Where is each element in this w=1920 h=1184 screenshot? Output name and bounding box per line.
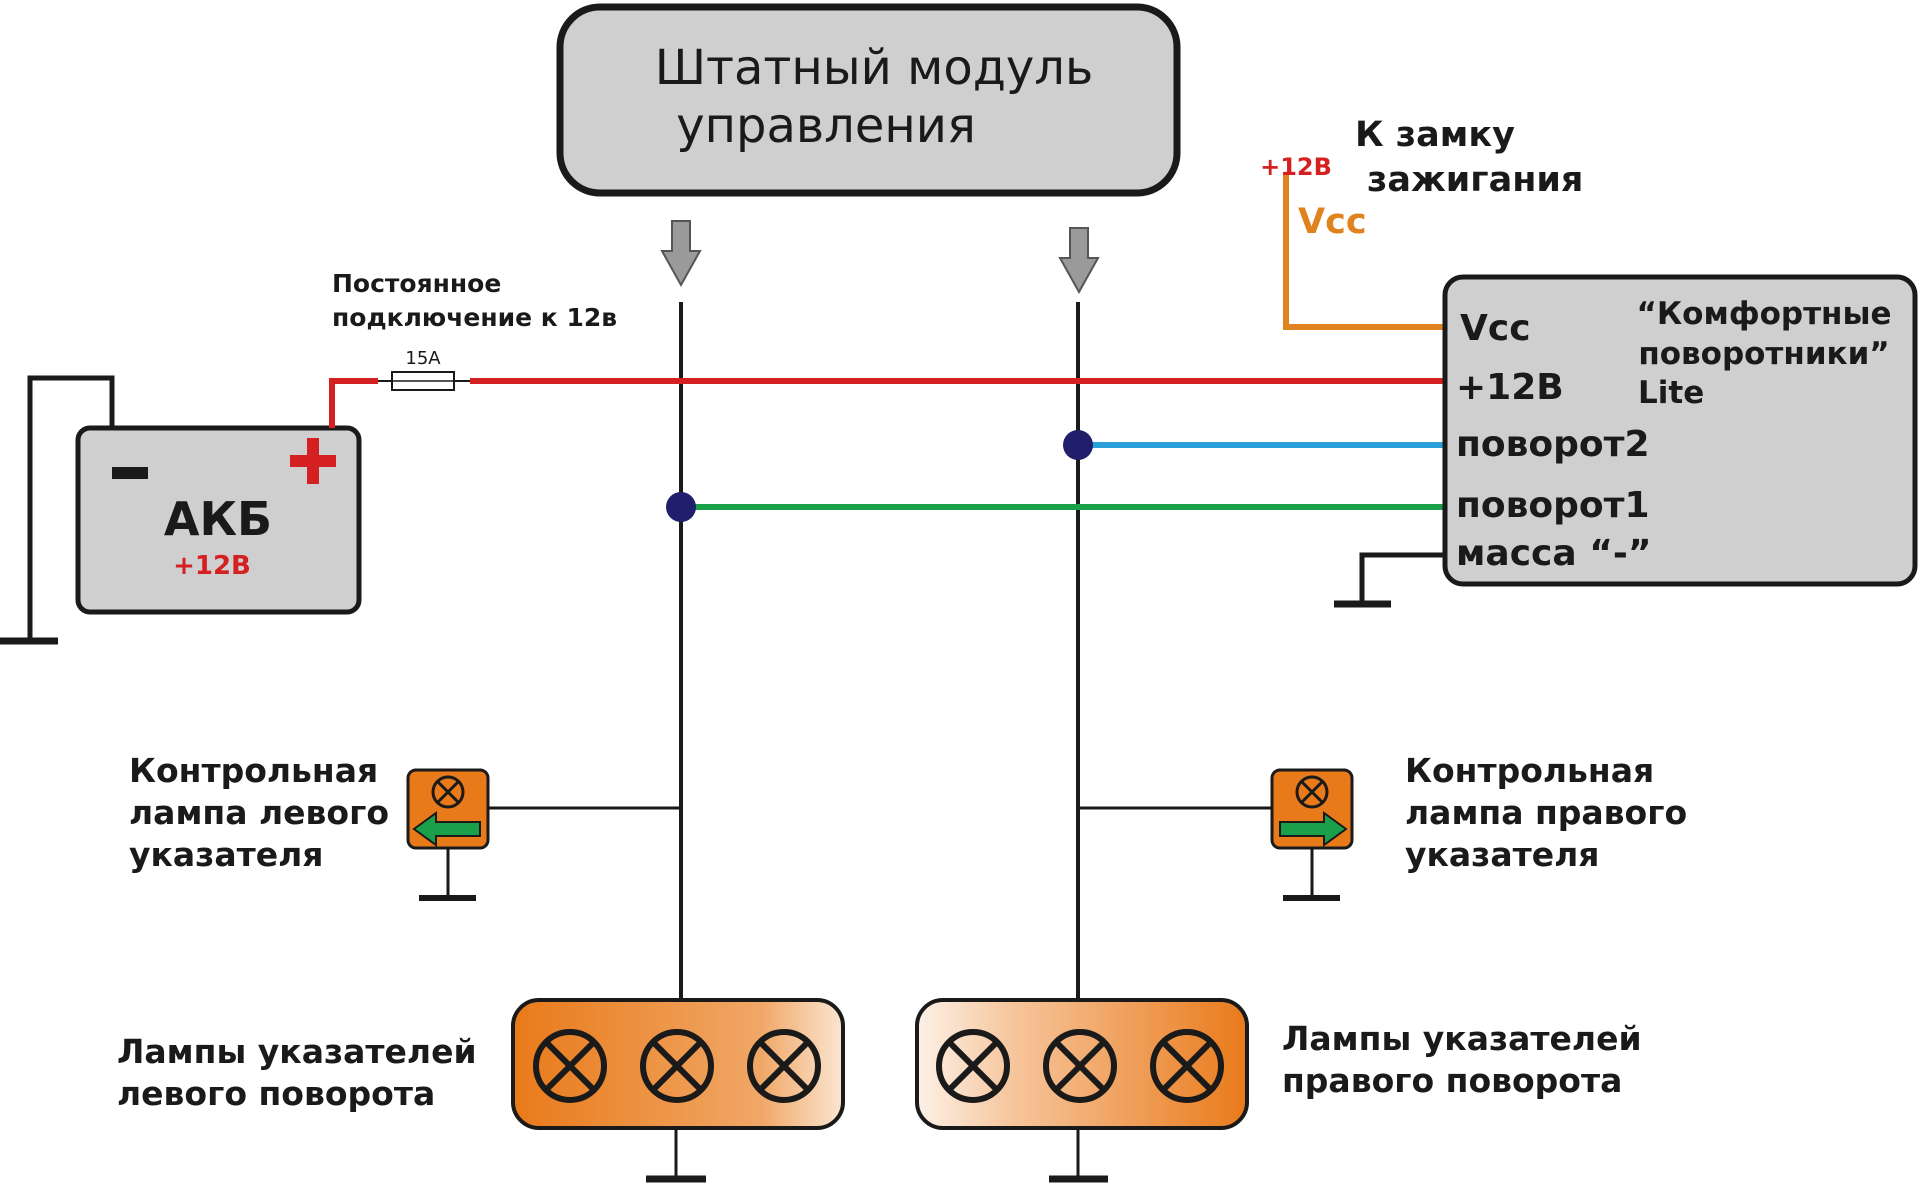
- battery-voltage: +12В: [173, 551, 251, 581]
- left-lamps-label-line2: левого поворота: [117, 1074, 435, 1113]
- control-module-title-line2: управления: [676, 98, 976, 154]
- ignition-wire: [1283, 174, 1448, 330]
- comfort-module-title-line3: Lite: [1638, 375, 1704, 411]
- right-indicator-label-line3: указателя: [1405, 835, 1600, 874]
- left-turn-lamps: [511, 998, 845, 1130]
- comfort-module-box: [1442, 274, 1918, 587]
- right-lamps-label-line1: Лампы указателей: [1282, 1019, 1642, 1058]
- fuse-rating: 15A: [405, 348, 441, 369]
- control-module-box: [556, 3, 1181, 197]
- ignition-label-line2: зажигания: [1367, 160, 1583, 200]
- left-lamps-label-line1: Лампы указателей: [117, 1032, 477, 1071]
- right-turn-lamps: [915, 998, 1249, 1130]
- battery-ground-wire: [27, 375, 115, 641]
- bulb-icon: [431, 775, 465, 809]
- battery-label: АКБ: [164, 492, 272, 546]
- power-wire-battery: [329, 378, 378, 428]
- arrow-right-icon: [1279, 811, 1348, 847]
- control-module: Штатный модуль управления: [556, 3, 1181, 197]
- arrow-down-icon: [660, 220, 702, 288]
- left-indicator-label-line3: указателя: [129, 835, 324, 874]
- battery-body: [75, 425, 362, 615]
- permanent-connection-line2: подключение к 12в: [332, 303, 617, 332]
- right-indicator-label-line2: лампа правого: [1405, 793, 1687, 832]
- permanent-connection-line1: Постоянное: [332, 269, 501, 298]
- ignition-voltage: +12В: [1260, 153, 1332, 181]
- right-indicator-label-line1: Контрольная: [1405, 751, 1654, 790]
- comfort-module: “Комфортные поворотники” Lite Vcc +12В п…: [1442, 274, 1918, 587]
- battery-minus-icon: [112, 467, 148, 479]
- pin-vcc: Vcc: [1460, 308, 1531, 349]
- comfort-module-title-line1: “Комфортные: [1636, 296, 1891, 332]
- vcc-label: Vcc: [1298, 202, 1367, 242]
- pin-12v: +12В: [1456, 367, 1564, 408]
- pin-turn1: поворот1: [1456, 485, 1650, 526]
- control-module-title-line1: Штатный модуль: [655, 40, 1094, 96]
- ignition-label-line1: К замку: [1355, 115, 1515, 155]
- battery: АКБ +12В: [0, 375, 362, 645]
- pin-turn2: поворот2: [1456, 424, 1650, 465]
- fuse: 15A: [391, 348, 455, 391]
- bulb-icon: [1043, 1029, 1117, 1103]
- right-indicator-lamp: [1270, 768, 1354, 850]
- left-indicator-label-line2: лампа левого: [129, 793, 389, 832]
- pin-ground: масса “-”: [1456, 533, 1652, 574]
- left-indicator-label-line1: Контрольная: [129, 751, 378, 790]
- left-indicator-lamp: [406, 768, 490, 850]
- bulb-icon: [1295, 775, 1329, 809]
- module-ground-wire: [1359, 552, 1445, 604]
- bulb-icon: [640, 1029, 714, 1103]
- junction-dot-right: [1063, 430, 1093, 460]
- bulb-icon: [1150, 1029, 1224, 1103]
- junction-dot-left: [666, 492, 696, 522]
- comfort-module-title-line2: поворотники”: [1638, 336, 1889, 372]
- bulb-icon: [936, 1029, 1010, 1103]
- arrow-down-icon: [1058, 227, 1100, 295]
- arrow-left-icon: [412, 811, 481, 847]
- bulb-icon: [533, 1029, 607, 1103]
- bulb-icon: [747, 1029, 821, 1103]
- right-lamps-label-line2: правого поворота: [1282, 1061, 1622, 1100]
